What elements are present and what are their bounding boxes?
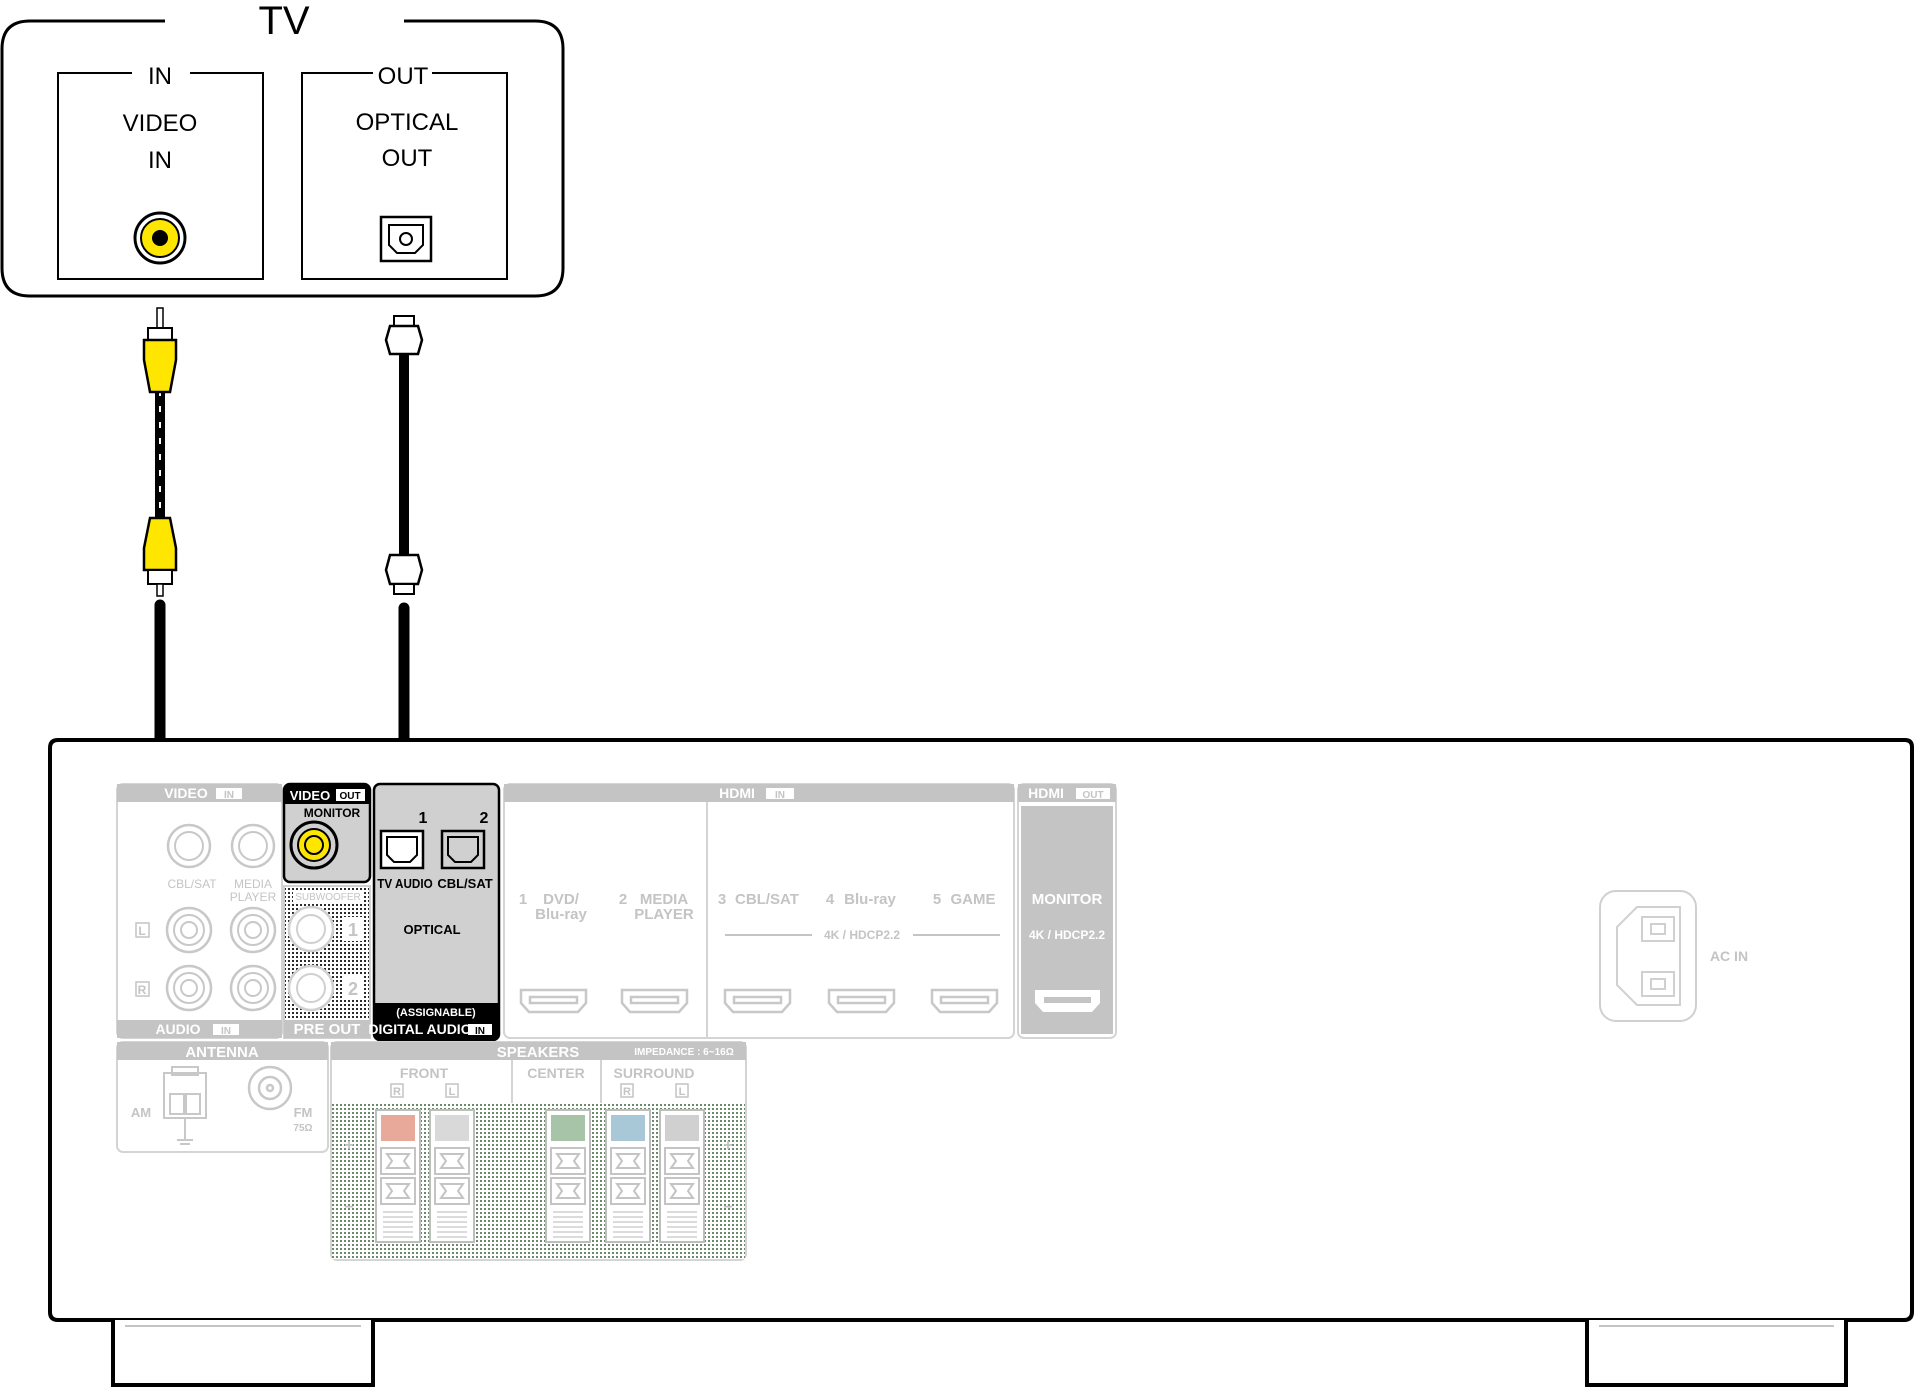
antenna-fm-label: FM <box>294 1105 313 1120</box>
tv-out-box <box>301 72 508 280</box>
digital-audio-num-2: 2 <box>480 810 489 827</box>
hdmi-out-hdcp-label: 4K / HDCP2.2 <box>1029 928 1105 942</box>
digital-audio-badge: IN <box>475 1026 485 1037</box>
hdmi-in-2-num: 2 <box>619 891 627 908</box>
hdmi-in-2-label-1: MEDIA <box>640 891 689 908</box>
video-in-badge: IN <box>224 790 234 801</box>
hdmi-in-2-label-2: PLAYER <box>634 906 694 923</box>
tv-in-box <box>57 72 264 280</box>
hdmi-in-ports <box>519 988 999 1014</box>
video-in-media-label-2: PLAYER <box>230 890 277 904</box>
tv-video-in-label-1: VIDEO <box>123 110 198 137</box>
fm-terminal <box>247 1065 293 1111</box>
antenna-am-label: AM <box>131 1105 151 1120</box>
audio-in-right-label: R <box>138 983 147 997</box>
optical-cable <box>384 315 424 846</box>
hdmi-in-1-num: 1 <box>519 891 527 908</box>
speakers-center-label: CENTER <box>527 1065 585 1081</box>
antenna-ohm-label: 75Ω <box>293 1123 312 1134</box>
pre-out-title: PRE OUT <box>294 1021 361 1038</box>
optical-cbl-sat-jack <box>440 829 486 870</box>
video-out-panel: VIDEO OUT MONITOR <box>282 782 372 884</box>
hdmi-out-monitor-label: MONITOR <box>1032 891 1103 908</box>
tv-out-label: OUT <box>378 63 429 90</box>
speakers-minus-right: − <box>723 1199 732 1216</box>
tv-in-label: IN <box>148 63 172 90</box>
tv-outline <box>0 19 565 298</box>
hdmi-in-3-label: CBL/SAT <box>735 891 799 908</box>
hdmi-out-port <box>1035 990 1100 1012</box>
speakers-title: SPEAKERS <box>497 1044 580 1061</box>
assignable-label: (ASSIGNABLE) <box>396 1007 476 1019</box>
video-in-title: VIDEO <box>164 785 208 801</box>
digital-audio-panel: 1 2 TV AUDIO CBL/SAT OPTICAL (ASSIGNABLE… <box>368 782 501 1042</box>
hdmi-in-1-label-1: DVD/ <box>543 891 580 908</box>
tv-optical-out-jack <box>379 215 433 263</box>
hdmi-in-5-label: GAME <box>951 891 996 908</box>
video-out-badge: OUT <box>339 791 360 802</box>
ac-in-label: AC IN <box>1710 948 1748 964</box>
speakers-surround-l: L <box>679 1086 686 1098</box>
optical-label: OPTICAL <box>403 922 460 937</box>
audio-in-left-label: L <box>138 924 145 938</box>
hdmi-out-panel: HDMI OUT MONITOR 4K / HDCP2.2 <box>1017 783 1117 1039</box>
digital-audio-title: DIGITAL AUDIO <box>368 1021 471 1037</box>
hdmi-in-panel: HDMI IN 1 DVD/ Blu-ray 2 MEDIA PLAYER 3 … <box>503 783 1015 1039</box>
receiver-foot-left <box>111 1320 375 1387</box>
tv-video-in-label-2: IN <box>148 147 172 174</box>
hdmi-in-3-num: 3 <box>718 891 726 908</box>
speakers-front-r: R <box>393 1086 401 1098</box>
video-in-cbl-sat-label: CBL/SAT <box>167 877 217 891</box>
audio-in-title: AUDIO <box>155 1021 200 1037</box>
hdmi-in-title: HDMI <box>719 785 755 801</box>
ac-in-socket <box>1599 890 1697 1022</box>
speakers-panel: SPEAKERS IMPEDANCE : 6~16Ω FRONT CENTER … <box>330 1041 747 1261</box>
speaker-terminals <box>375 1109 705 1243</box>
speakers-plus-right: + <box>723 1137 732 1154</box>
optical-tv-audio-jack <box>379 829 425 870</box>
speakers-minus-left: − <box>344 1199 353 1216</box>
optical-cbl-sat-label: CBL/SAT <box>437 876 492 891</box>
hdmi-in-badge: IN <box>775 790 785 801</box>
tv-optical-out-label-2: OUT <box>382 145 433 172</box>
video-audio-in-panel: VIDEO IN CBL/SAT MEDIA PLAYER L R AUDIO … <box>116 783 283 1039</box>
video-in-media-label-1: MEDIA <box>234 877 272 891</box>
hdmi-out-badge: OUT <box>1082 790 1103 801</box>
speakers-front-l: L <box>449 1086 456 1098</box>
video-out-title: VIDEO <box>290 788 330 803</box>
receiver-foot-right <box>1585 1320 1848 1387</box>
speakers-surround-r: R <box>623 1086 631 1098</box>
speakers-front-label: FRONT <box>400 1065 449 1081</box>
optical-tv-audio-label: TV AUDIO <box>377 876 433 891</box>
video-out-monitor-jack <box>289 820 339 870</box>
pre-out-sub-1: 1 <box>348 920 358 940</box>
hdmi-in-hdcp-label: 4K / HDCP2.2 <box>824 928 900 942</box>
pre-out-sub-2: 2 <box>348 979 358 999</box>
antenna-title: ANTENNA <box>185 1044 258 1061</box>
speakers-surround-label: SURROUND <box>614 1065 695 1081</box>
hdmi-out-title: HDMI <box>1028 785 1064 801</box>
audio-in-badge: IN <box>221 1026 231 1037</box>
tv-device: TV IN VIDEO IN OUT OPTICAL OUT <box>0 0 565 298</box>
tv-optical-out-label-1: OPTICAL <box>356 109 459 136</box>
speakers-plus-left: + <box>344 1137 353 1154</box>
tv-video-in-jack <box>133 211 187 265</box>
video-out-monitor-label: MONITOR <box>304 806 361 820</box>
speakers-impedance: IMPEDANCE : 6~16Ω <box>634 1047 733 1058</box>
hdmi-in-4-num: 4 <box>826 891 835 908</box>
tv-title: TV <box>258 0 309 43</box>
am-terminal <box>163 1066 207 1145</box>
pre-out-panel: SUBWOOFER 1 2 PRE OUT <box>283 885 371 1039</box>
hdmi-in-5-num: 5 <box>933 891 941 908</box>
antenna-panel: ANTENNA AM FM 75Ω <box>116 1041 329 1153</box>
hdmi-in-4-label: Blu-ray <box>844 891 896 908</box>
pre-out-subwoofer-label: SUBWOOFER <box>295 892 361 903</box>
hdmi-in-1-label-2: Blu-ray <box>535 906 587 923</box>
digital-audio-num-1: 1 <box>419 810 428 827</box>
